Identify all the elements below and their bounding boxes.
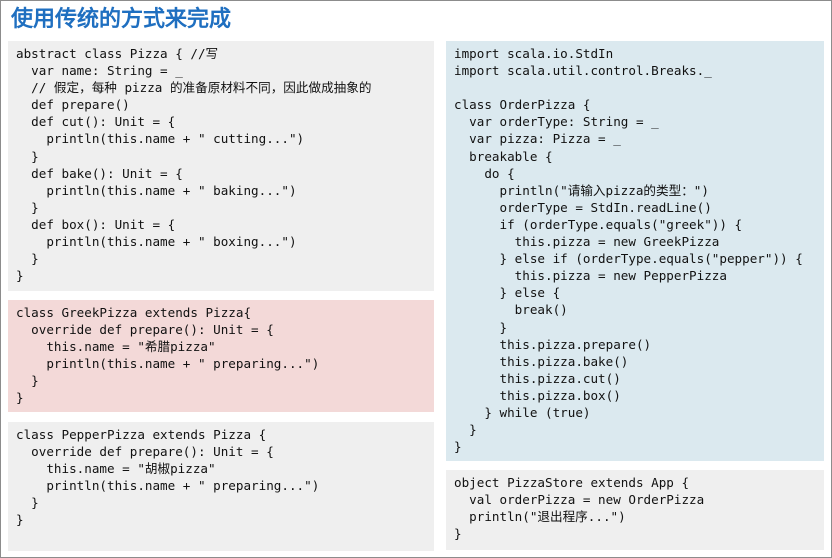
- code-text-pizza-store: object PizzaStore extends App { val orde…: [454, 475, 705, 542]
- code-text-greek-pizza: class GreekPizza extends Pizza{ override…: [16, 305, 320, 406]
- code-panel-pizza: abstract class Pizza { //写 var name: Str…: [8, 41, 434, 291]
- code-panel-pepper-pizza: class PepperPizza extends Pizza { overri…: [8, 422, 434, 551]
- slide-title: 使用传统的方式来完成: [11, 7, 232, 32]
- code-panel-greek-pizza: class GreekPizza extends Pizza{ override…: [8, 300, 434, 412]
- code-text-order-pizza: import scala.io.StdIn import scala.util.…: [454, 46, 803, 455]
- code-text-pepper-pizza: class PepperPizza extends Pizza { overri…: [16, 427, 320, 528]
- code-text-pizza: abstract class Pizza { //写 var name: Str…: [16, 46, 372, 284]
- code-panel-pizza-store: object PizzaStore extends App { val orde…: [446, 470, 824, 550]
- code-panel-order-pizza: import scala.io.StdIn import scala.util.…: [446, 41, 824, 461]
